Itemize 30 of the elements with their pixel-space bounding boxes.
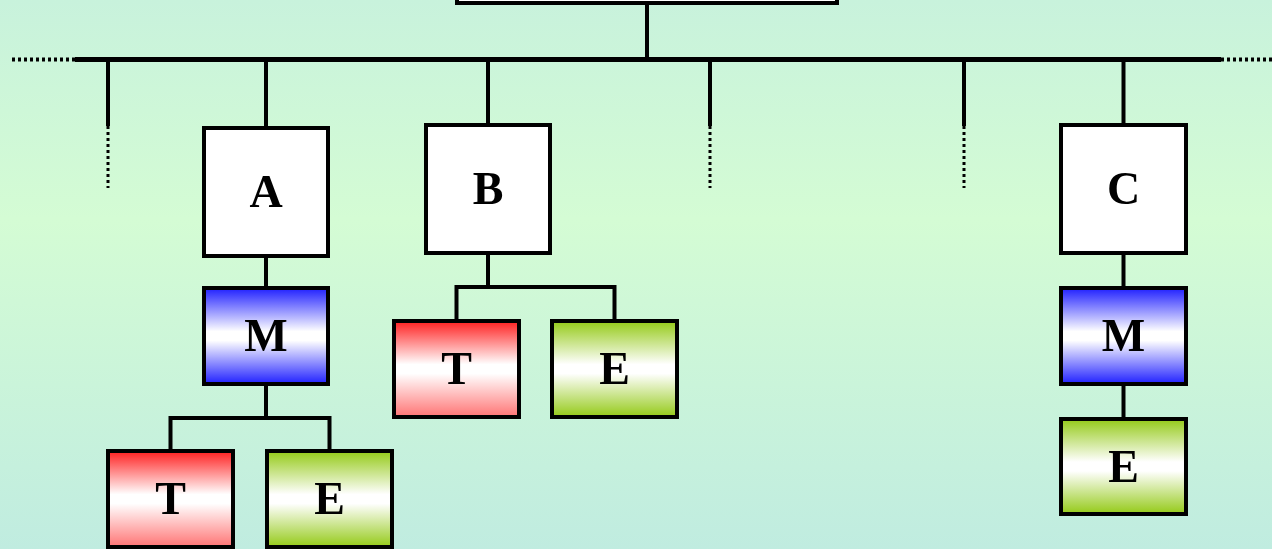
- connector-line: [486, 62, 490, 123]
- node-label: E: [314, 476, 345, 522]
- node-label: B: [472, 166, 504, 212]
- node-box: [202, 126, 330, 258]
- node-label: M: [244, 313, 288, 359]
- node-label: E: [599, 346, 630, 392]
- node-label: E: [1108, 443, 1139, 490]
- node-box: [1059, 123, 1188, 255]
- node-box: [265, 449, 394, 549]
- connector-line: [1121, 386, 1126, 417]
- node-label: T: [155, 476, 186, 522]
- node-label: C: [1106, 166, 1141, 212]
- node-label: T: [441, 346, 472, 392]
- node-box: [1059, 286, 1188, 386]
- node-label: A: [249, 169, 283, 215]
- connector-line: [1121, 62, 1126, 123]
- node-box: [202, 286, 330, 386]
- node-box: [1059, 417, 1188, 516]
- node-box: [106, 449, 235, 549]
- connector-line: [1121, 255, 1126, 286]
- connector-line: [264, 258, 268, 286]
- connector-line: [264, 62, 268, 126]
- node-label: M: [1101, 313, 1146, 359]
- node-box: [550, 319, 679, 419]
- node-box: [392, 319, 521, 419]
- connector-line: [106, 62, 110, 126]
- connector-line: [708, 62, 712, 126]
- connector-line: [962, 62, 966, 126]
- node-box: [424, 123, 552, 255]
- connector-line: [645, 5, 649, 57]
